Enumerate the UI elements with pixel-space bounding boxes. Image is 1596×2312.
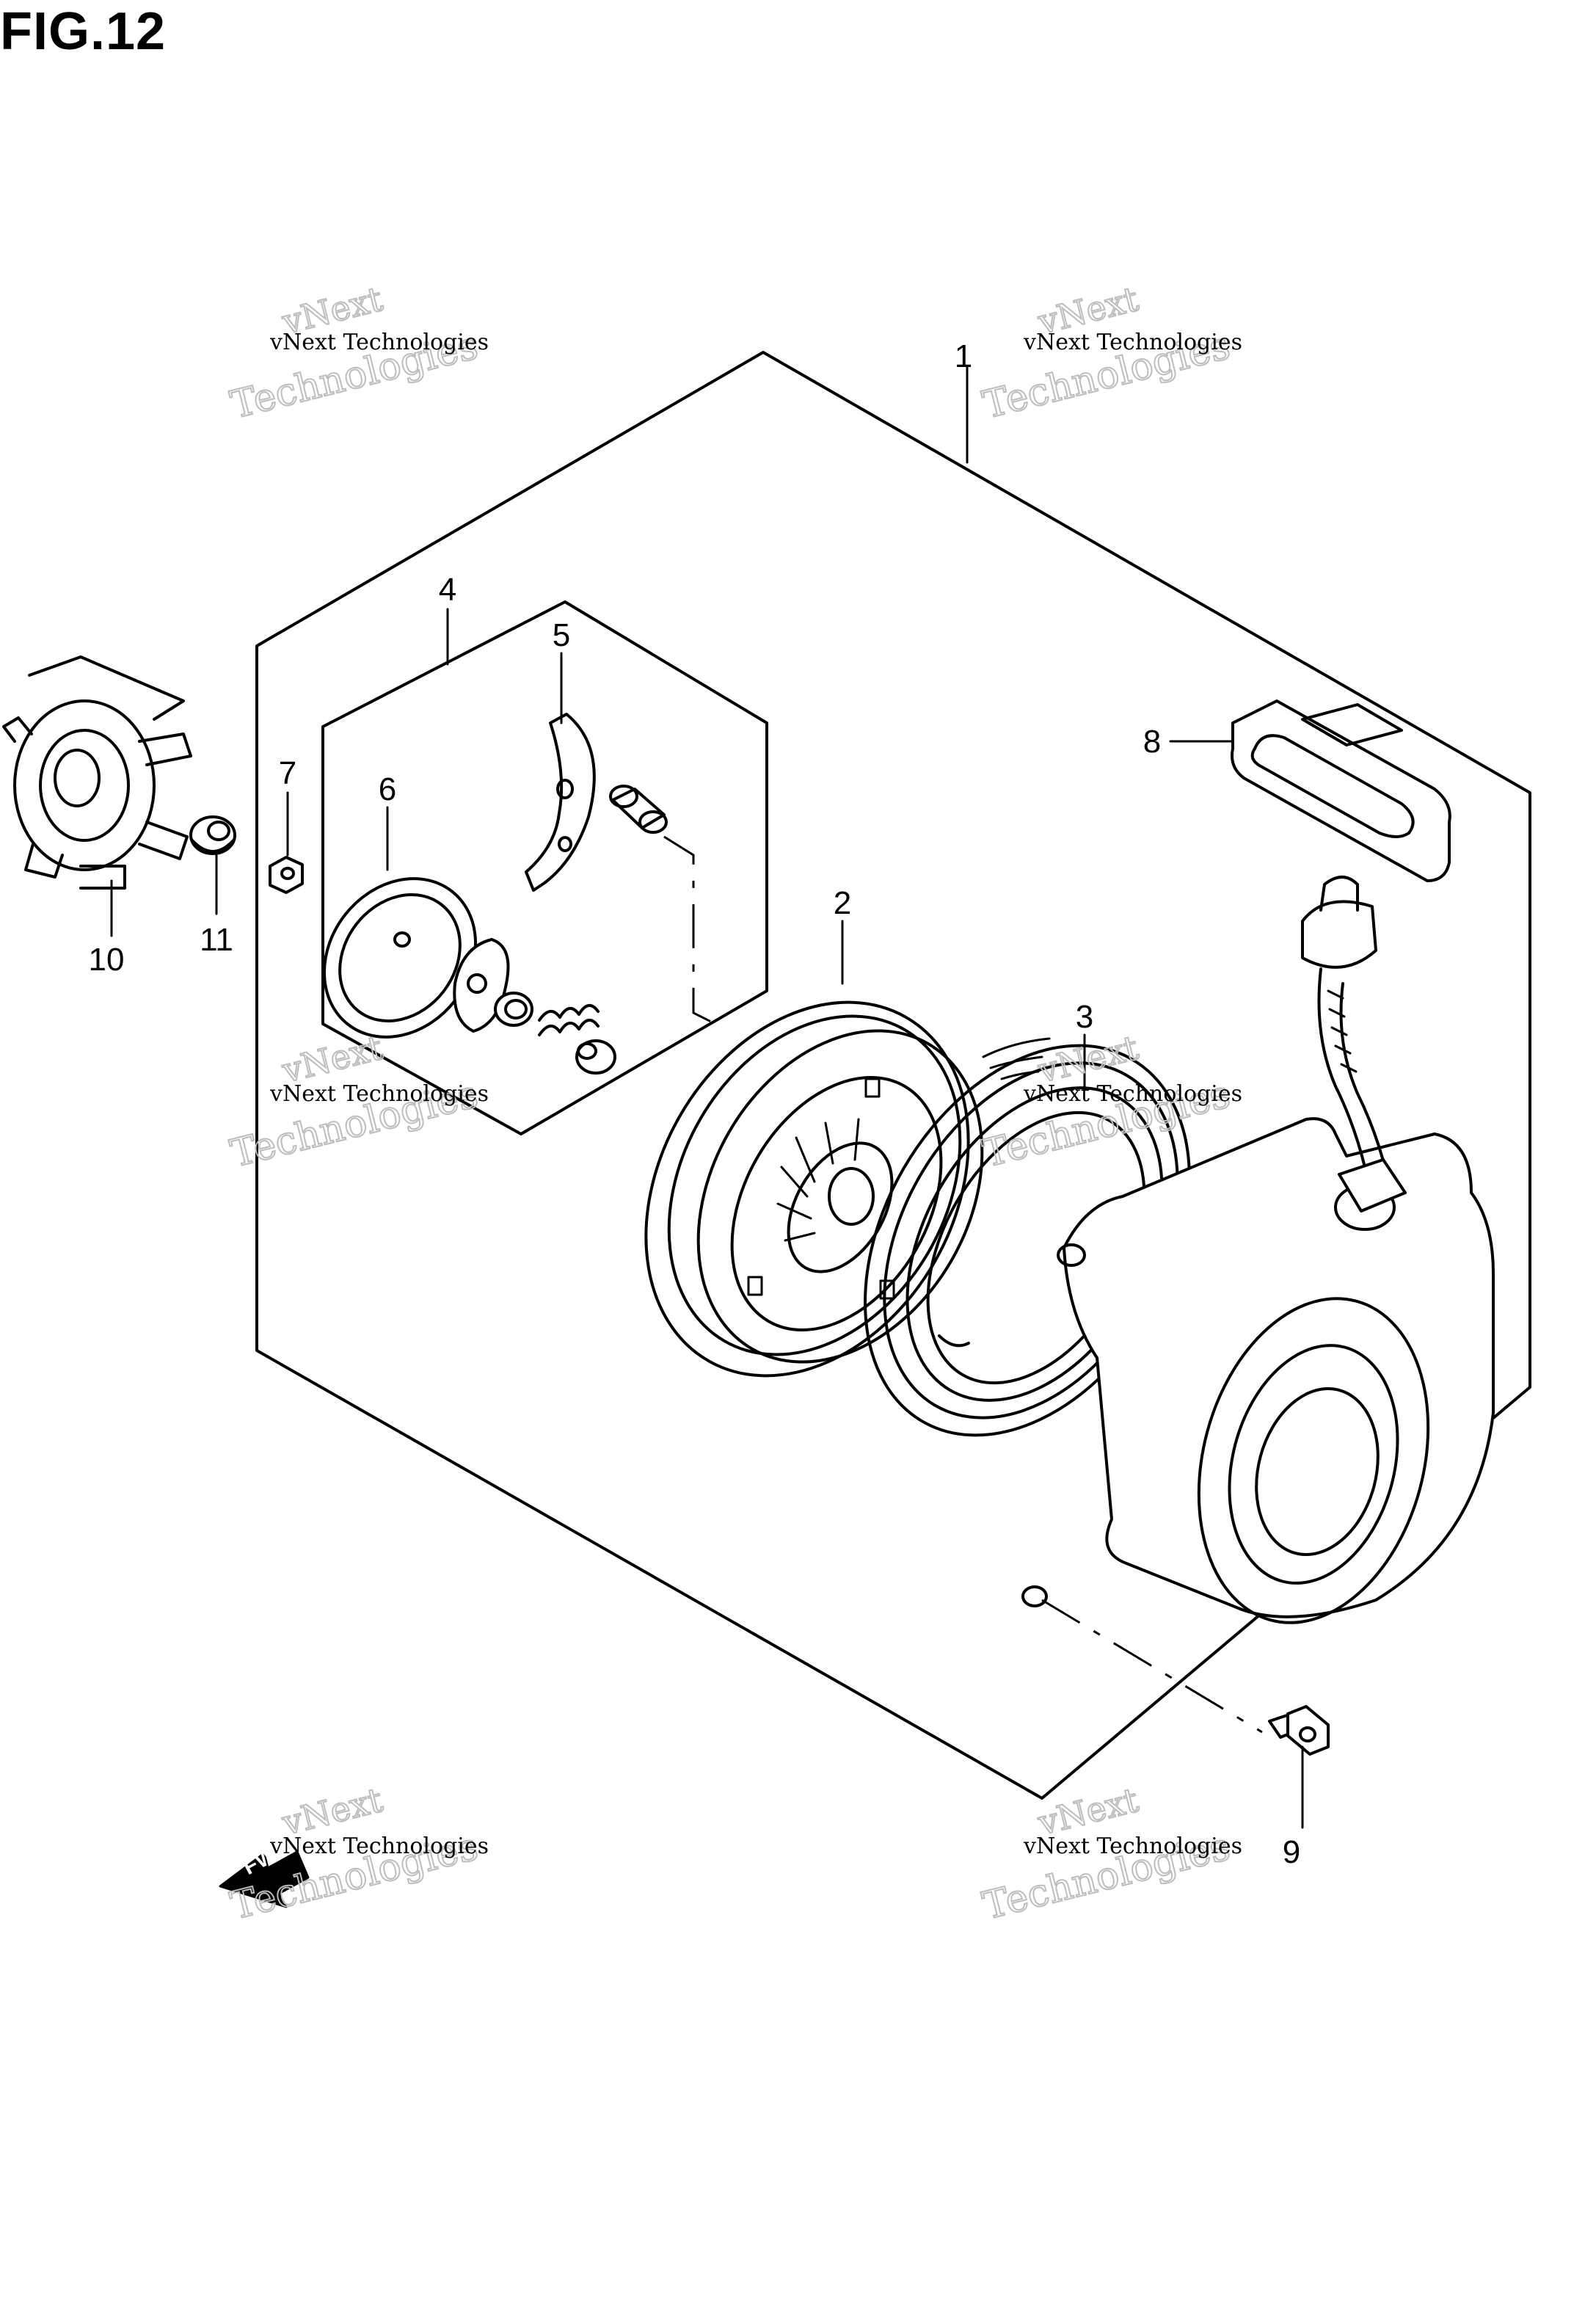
nut-part-11 — [189, 815, 236, 855]
watermark-mid-right: vNext Technologies vNext Technologies — [978, 1027, 1242, 1177]
spring — [538, 1004, 600, 1036]
svg-text:vNext Technologies: vNext Technologies — [269, 1833, 489, 1859]
callout-7: 7 — [279, 755, 296, 791]
ratchet-pawl-part-5 — [525, 713, 596, 892]
pin — [609, 785, 668, 834]
svg-text:vNext Technologies: vNext Technologies — [269, 330, 489, 355]
watermark-top-left: vNext Technologies vNext Technologies — [226, 278, 489, 429]
callout-2: 2 — [834, 885, 851, 921]
nut-part-7 — [269, 856, 304, 894]
leader-lines — [110, 366, 1304, 1829]
callout-8: 8 — [1143, 724, 1161, 760]
callout-5: 5 — [553, 617, 570, 653]
watermark-mid-left: vNext Technologies vNext Technologies — [226, 1027, 489, 1177]
assembly-outline-1 — [255, 351, 1531, 1800]
svg-text:vNext Technologies: vNext Technologies — [269, 1081, 489, 1107]
callout-9: 9 — [1283, 1834, 1300, 1870]
subassembly-outline-4 — [321, 600, 768, 1135]
bush — [575, 1039, 616, 1075]
svg-text:vNext Technologies: vNext Technologies — [1023, 1833, 1242, 1859]
callout-6: 6 — [379, 771, 396, 807]
callout-1: 1 — [955, 338, 972, 374]
callout-10: 10 — [89, 942, 125, 978]
starter-handle-part-8 — [1231, 699, 1451, 1213]
ratchet-cup-part-10 — [2, 655, 192, 890]
figure-title: FIG.12 — [0, 2, 167, 61]
callout-4: 4 — [439, 572, 456, 608]
callout-3: 3 — [1076, 999, 1093, 1035]
rope-reel-part-2 — [644, 1000, 984, 1378]
callout-11: 11 — [200, 922, 233, 958]
svg-text:vNext Technologies: vNext Technologies — [1023, 330, 1242, 355]
bolt-part-9 — [1268, 1705, 1330, 1756]
svg-text:vNext Technologies: vNext Technologies — [1023, 1081, 1242, 1107]
watermark-top-right: vNext Technologies vNext Technologies — [978, 278, 1242, 429]
watermark-bottom-right: vNext Technologies vNext Technologies — [978, 1779, 1242, 1930]
